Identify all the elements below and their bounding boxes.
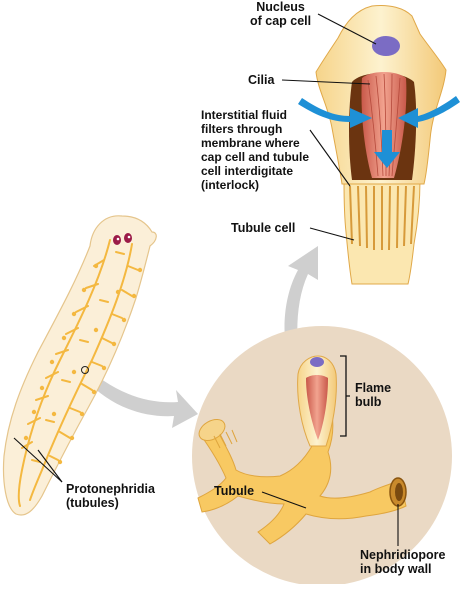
fluid-arrow-left bbox=[298, 98, 372, 128]
label-nucleus-line1: Nucleus bbox=[256, 0, 305, 14]
label-nucleus-line2: of cap cell bbox=[250, 14, 312, 28]
leader-cilia bbox=[281, 79, 371, 85]
label-cilia: Cilia bbox=[248, 73, 275, 87]
label-nephridiopore: Nephridiopore in body wall bbox=[360, 548, 446, 576]
leader-tubule-cell bbox=[309, 227, 355, 241]
flatworm bbox=[2, 215, 157, 516]
enlargement-view bbox=[192, 326, 452, 586]
leader-lines bbox=[13, 13, 399, 546]
interdigitations bbox=[349, 185, 415, 251]
cilia-tuft bbox=[361, 72, 407, 178]
cilia-strands bbox=[367, 73, 401, 177]
tubule-dots bbox=[23, 263, 143, 465]
flame-bulb-bracket bbox=[340, 355, 350, 437]
tubule-branch-fringe bbox=[213, 429, 238, 449]
leader-protonephridia-1 bbox=[13, 437, 63, 483]
tubule-branch bbox=[197, 405, 407, 545]
small-nucleus bbox=[310, 357, 324, 367]
fluid-arrow-down bbox=[374, 130, 400, 168]
label-tubule-cell: Tubule cell bbox=[231, 221, 296, 235]
leader-tubule bbox=[261, 491, 307, 509]
flame-bulb-detail bbox=[298, 5, 460, 285]
eyespots bbox=[113, 233, 132, 245]
label-nucleus-of-cap-cell: Nucleus of cap cell bbox=[250, 0, 311, 28]
flatworm-body bbox=[2, 215, 157, 516]
label-flame-bulb: Flame bulb bbox=[355, 381, 392, 409]
leader-interstitial bbox=[309, 129, 351, 187]
cap-cell-nucleus bbox=[372, 36, 400, 56]
pointer-arrow-to-flame-bulb bbox=[284, 246, 318, 350]
leader-protonephridia-2 bbox=[37, 449, 63, 483]
flame-bulb-marker bbox=[81, 366, 89, 374]
small-cilia bbox=[306, 375, 328, 440]
pointer-arrow-to-enlargement bbox=[86, 372, 198, 428]
fluid-arrow-right bbox=[398, 96, 460, 128]
label-protonephridia: Protonephridia (tubules) bbox=[66, 482, 155, 510]
label-tubule: Tubule bbox=[214, 484, 255, 498]
tubule-branch-end bbox=[198, 419, 226, 441]
leader-nucleus bbox=[317, 13, 377, 45]
label-interstitial-fluid: Interstitial fluid filters through membr… bbox=[201, 108, 310, 192]
